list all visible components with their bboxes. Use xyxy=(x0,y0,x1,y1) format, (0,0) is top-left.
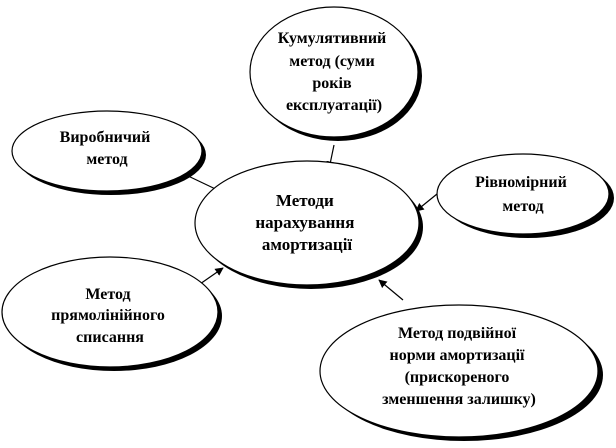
node-straight-line-line-1: Метод xyxy=(85,286,130,303)
node-double-declining-ellipse xyxy=(319,304,599,438)
node-straight-line-ellipse xyxy=(1,256,219,368)
node-double-declining: Метод подвійної норми амортизації (приск… xyxy=(319,304,603,441)
node-center-line-2: нарахування xyxy=(255,213,354,232)
node-double-declining-line-4: зменшення залишку) xyxy=(382,391,536,408)
node-straight-line-line-2: прямолінійного xyxy=(51,307,165,324)
node-uniform-label: Рівномірний метод xyxy=(475,174,571,215)
node-uniform-line-1: Рівномірний xyxy=(475,174,567,191)
node-double-declining-line-1: Метод подвійної xyxy=(398,325,517,342)
node-straight-line: Метод прямолінійного списання xyxy=(1,256,222,371)
node-double-declining-line-3: (прискореного xyxy=(405,369,510,386)
node-center-label: Методи нарахування амортизації xyxy=(255,191,358,254)
node-cumulative-label: Кумулятивний метод (суми років експлуата… xyxy=(278,30,391,114)
node-cumulative-line-3: років xyxy=(312,75,352,92)
node-production-label: Виробничий метод xyxy=(60,129,155,168)
node-double-declining-line-2: норми амортизації xyxy=(390,347,526,364)
arrow-double-declining-to-center xyxy=(378,279,404,301)
node-cumulative-line-2: метод (суми xyxy=(289,53,374,70)
node-straight-line-label: Метод прямолінійного списання xyxy=(51,286,169,346)
node-cumulative: Кумулятивний метод (суми років експлуата… xyxy=(249,6,422,141)
node-uniform: Рівномірний метод xyxy=(436,153,614,238)
node-center-ellipse xyxy=(194,160,420,286)
node-straight-line-line-3: списання xyxy=(76,329,144,346)
node-center-line-3: амортизації xyxy=(262,235,353,254)
arrow-uniform-to-center xyxy=(415,193,438,212)
node-production-ellipse xyxy=(11,110,203,192)
arrow-straight-line-to-center xyxy=(199,267,224,285)
node-cumulative-line-1: Кумулятивний xyxy=(278,30,387,47)
node-production: Виробничий метод xyxy=(11,110,206,195)
node-production-line-2: метод xyxy=(86,151,127,168)
node-center-line-1: Методи xyxy=(276,191,334,210)
node-cumulative-line-4: експлуатації) xyxy=(286,97,382,114)
node-uniform-line-2: метод xyxy=(502,198,543,215)
node-center: Методи нарахування амортизації xyxy=(194,160,423,289)
node-production-line-1: Виробничий xyxy=(60,129,151,146)
node-double-declining-label: Метод подвійної норми амортизації (приск… xyxy=(382,325,536,408)
node-cumulative-ellipse xyxy=(249,6,419,138)
node-uniform-ellipse xyxy=(436,153,610,235)
